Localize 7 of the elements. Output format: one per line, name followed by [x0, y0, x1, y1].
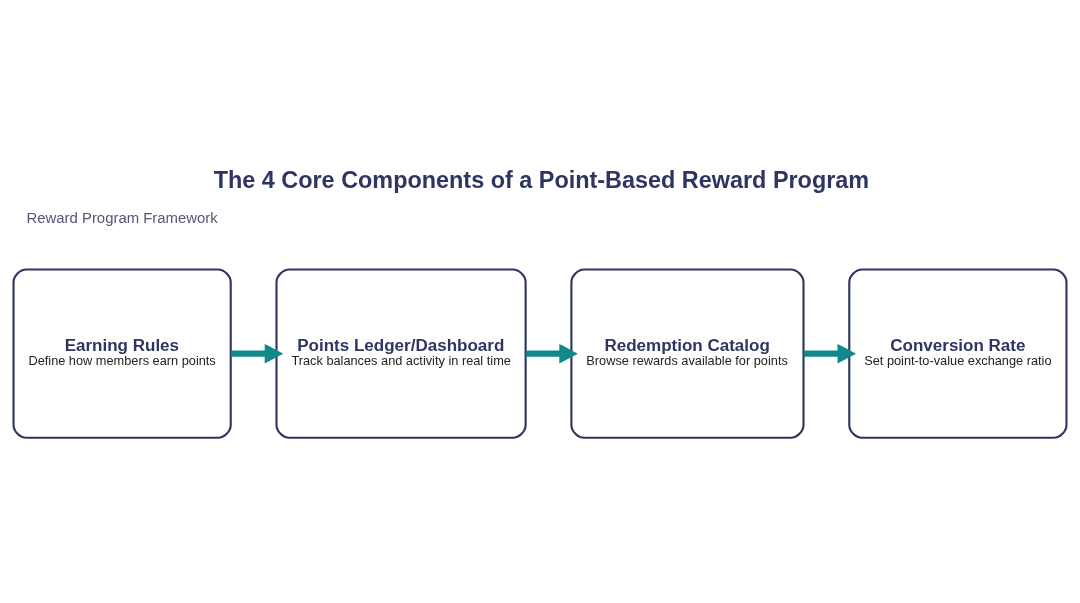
node-box: Points Ledger/Dashboard Track balances and activity in real time [275, 267, 527, 439]
arrow [803, 343, 857, 363]
diagram-title: The 4 Core Components of a Point-Based Reward Program [213, 166, 870, 193]
label: Reward Program Framework [26, 209, 218, 226]
node-box: Redemption Catalog Browse rewards available for points [570, 267, 805, 439]
node-box: Conversion Rate Set point-to-value exchange ratio [848, 267, 1068, 439]
node-box: Earning Rules Define how members earn points [12, 267, 232, 439]
